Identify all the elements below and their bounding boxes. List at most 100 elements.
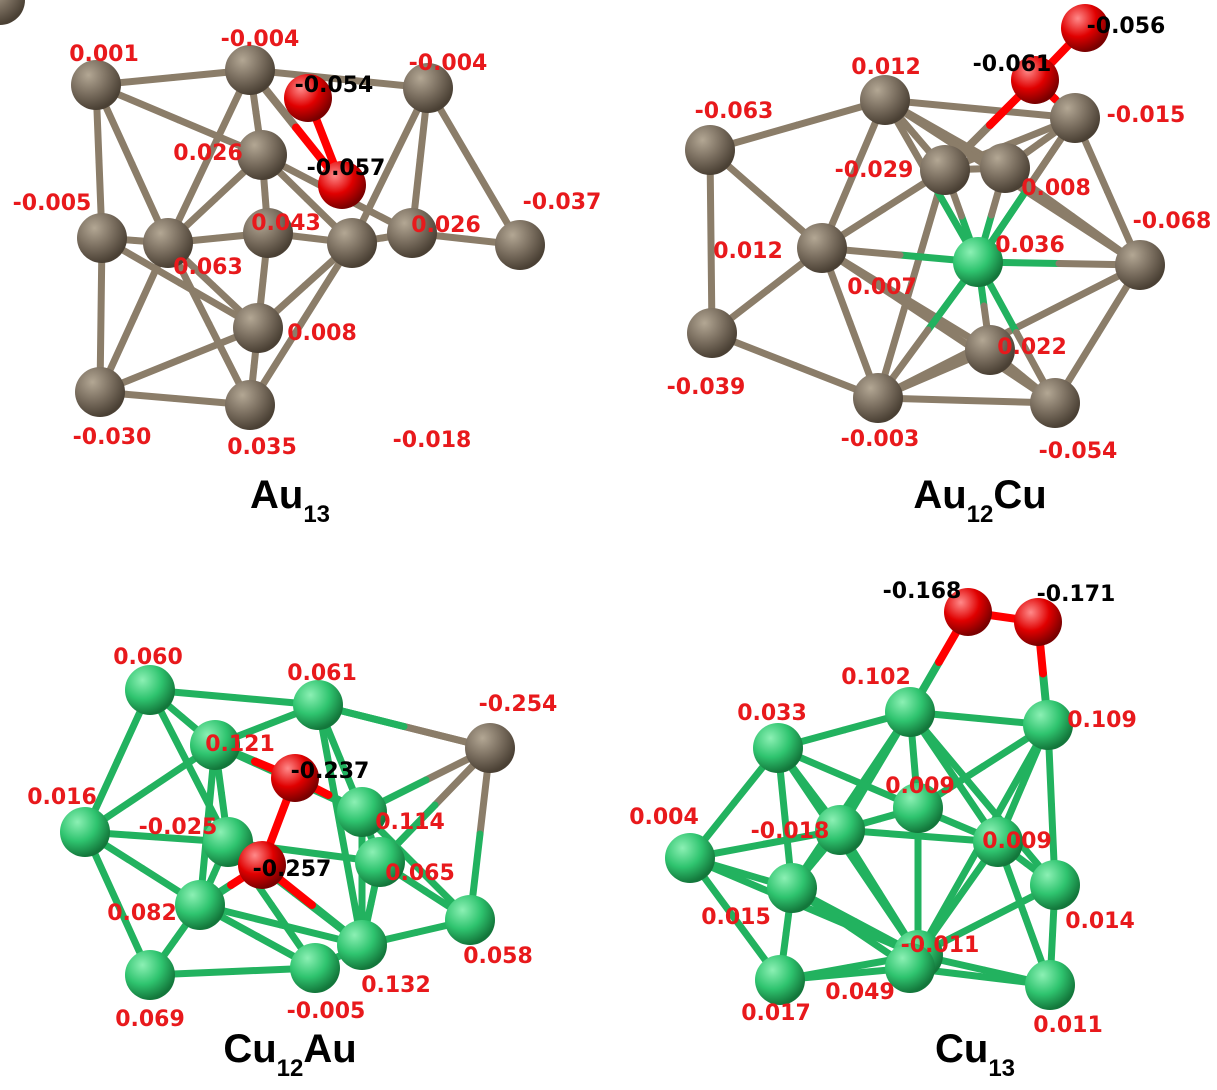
- cu-atom: [1030, 860, 1080, 910]
- charge-label: 0.015: [701, 905, 771, 930]
- charge-label: 0.069: [115, 1007, 185, 1032]
- au-atom: [1030, 378, 1080, 428]
- au-atom: [1115, 240, 1165, 290]
- cu-atom: [125, 665, 175, 715]
- charge-label: 0.121: [205, 732, 275, 757]
- au-atom: [980, 143, 1030, 193]
- au-atom: [860, 75, 910, 125]
- cu-atom: [60, 807, 110, 857]
- charge-label: -0.054: [1039, 439, 1118, 464]
- o-charge-label: -0.168: [883, 579, 962, 604]
- cu-atom: [885, 687, 935, 737]
- charge-label: 0.114: [375, 810, 445, 835]
- charge-label: 0.014: [1065, 909, 1135, 934]
- au-atom: [0, 0, 25, 25]
- cu-atom: [885, 943, 935, 993]
- charge-label: 0.011: [1033, 1013, 1103, 1038]
- o-charge-label: -0.237: [291, 759, 370, 784]
- charge-label: 0.001: [69, 42, 139, 67]
- charge-label: 0.043: [251, 211, 321, 236]
- charge-label: 0.132: [361, 973, 431, 998]
- charge-label: 0.009: [885, 774, 955, 799]
- au-atom: [687, 308, 737, 358]
- au-atom: [920, 145, 970, 195]
- cu-atom: [755, 955, 805, 1005]
- cu-atom: [973, 817, 1023, 867]
- cu-atom: [175, 880, 225, 930]
- o-atom: [271, 754, 319, 802]
- charge-label: 0.009: [982, 829, 1052, 854]
- charge-label: -0.029: [835, 158, 914, 183]
- o-atom: [1011, 56, 1059, 104]
- charge-label: -0.039: [667, 375, 746, 400]
- charge-label: 0.058: [463, 944, 533, 969]
- o-charge-label: -0.257: [253, 857, 332, 882]
- charge-label: -0.004: [409, 51, 488, 76]
- au-atom: [495, 220, 545, 270]
- charge-label: 0.008: [287, 321, 357, 346]
- charge-label: -0.025: [139, 815, 218, 840]
- charge-label: -0.018: [393, 428, 472, 453]
- au-atom: [797, 223, 847, 273]
- charge-label: 0.109: [1067, 708, 1137, 733]
- charge-label: -0.030: [73, 425, 152, 450]
- cu-atom: [445, 895, 495, 945]
- panel-caption: Au13: [250, 473, 330, 528]
- cu-atom: [953, 237, 1003, 287]
- au-atom: [387, 208, 437, 258]
- charge-label: -0.063: [695, 99, 774, 124]
- cu-atom: [190, 720, 240, 770]
- cu-atom: [125, 950, 175, 1000]
- cu-atom: [355, 837, 405, 887]
- au-atom: [243, 208, 293, 258]
- o-atom: [238, 841, 286, 889]
- au-atom: [233, 303, 283, 353]
- au-atom: [685, 125, 735, 175]
- charge-label: 0.036: [995, 233, 1065, 258]
- cu-atom: [293, 680, 343, 730]
- charge-label: 0.017: [741, 1001, 811, 1026]
- charge-label: 0.004: [629, 805, 699, 830]
- o-charge-label: -0.057: [307, 156, 386, 181]
- charge-label: 0.033: [737, 701, 807, 726]
- o-charge-label: -0.171: [1037, 582, 1116, 607]
- charge-label: -0.037: [523, 190, 602, 215]
- au-atom: [853, 373, 903, 423]
- au-atom: [403, 63, 453, 113]
- charge-label: -0.004: [221, 27, 300, 52]
- charge-label: 0.016: [27, 785, 97, 810]
- cu-atom: [815, 805, 865, 855]
- charge-label: 0.065: [385, 861, 455, 886]
- au-atom: [75, 367, 125, 417]
- charge-label: -0.018: [751, 819, 830, 844]
- cu-atom: [1023, 700, 1073, 750]
- cu-atom: [337, 920, 387, 970]
- charge-label: 0.061: [287, 661, 357, 686]
- o-atom: [944, 588, 992, 636]
- charge-label: 0.008: [1021, 176, 1091, 201]
- au-atom: [225, 380, 275, 430]
- o-charge-label: -0.056: [1087, 14, 1166, 39]
- charge-label: -0.003: [841, 427, 920, 452]
- au-atom: [77, 213, 127, 263]
- cu-atom: [290, 943, 340, 993]
- o-atom: [318, 161, 366, 209]
- panel-au12cu: [706, 24, 1144, 407]
- o-atom: [284, 74, 332, 122]
- charge-label: 0.082: [107, 901, 177, 926]
- bond: [1009, 179, 1144, 269]
- au-atom: [71, 60, 121, 110]
- charge-label: 0.007: [847, 275, 917, 300]
- charge-label: 0.026: [411, 213, 481, 238]
- au-atom: [965, 325, 1015, 375]
- charge-label: 0.060: [113, 645, 183, 670]
- charge-label: 0.063: [173, 255, 243, 280]
- charge-label: -0.011: [901, 933, 980, 958]
- charge-label: 0.026: [173, 141, 243, 166]
- cu-atom: [893, 783, 943, 833]
- cu-atom: [1025, 960, 1075, 1010]
- charge-label: 0.049: [825, 980, 895, 1005]
- cu-atom: [665, 833, 715, 883]
